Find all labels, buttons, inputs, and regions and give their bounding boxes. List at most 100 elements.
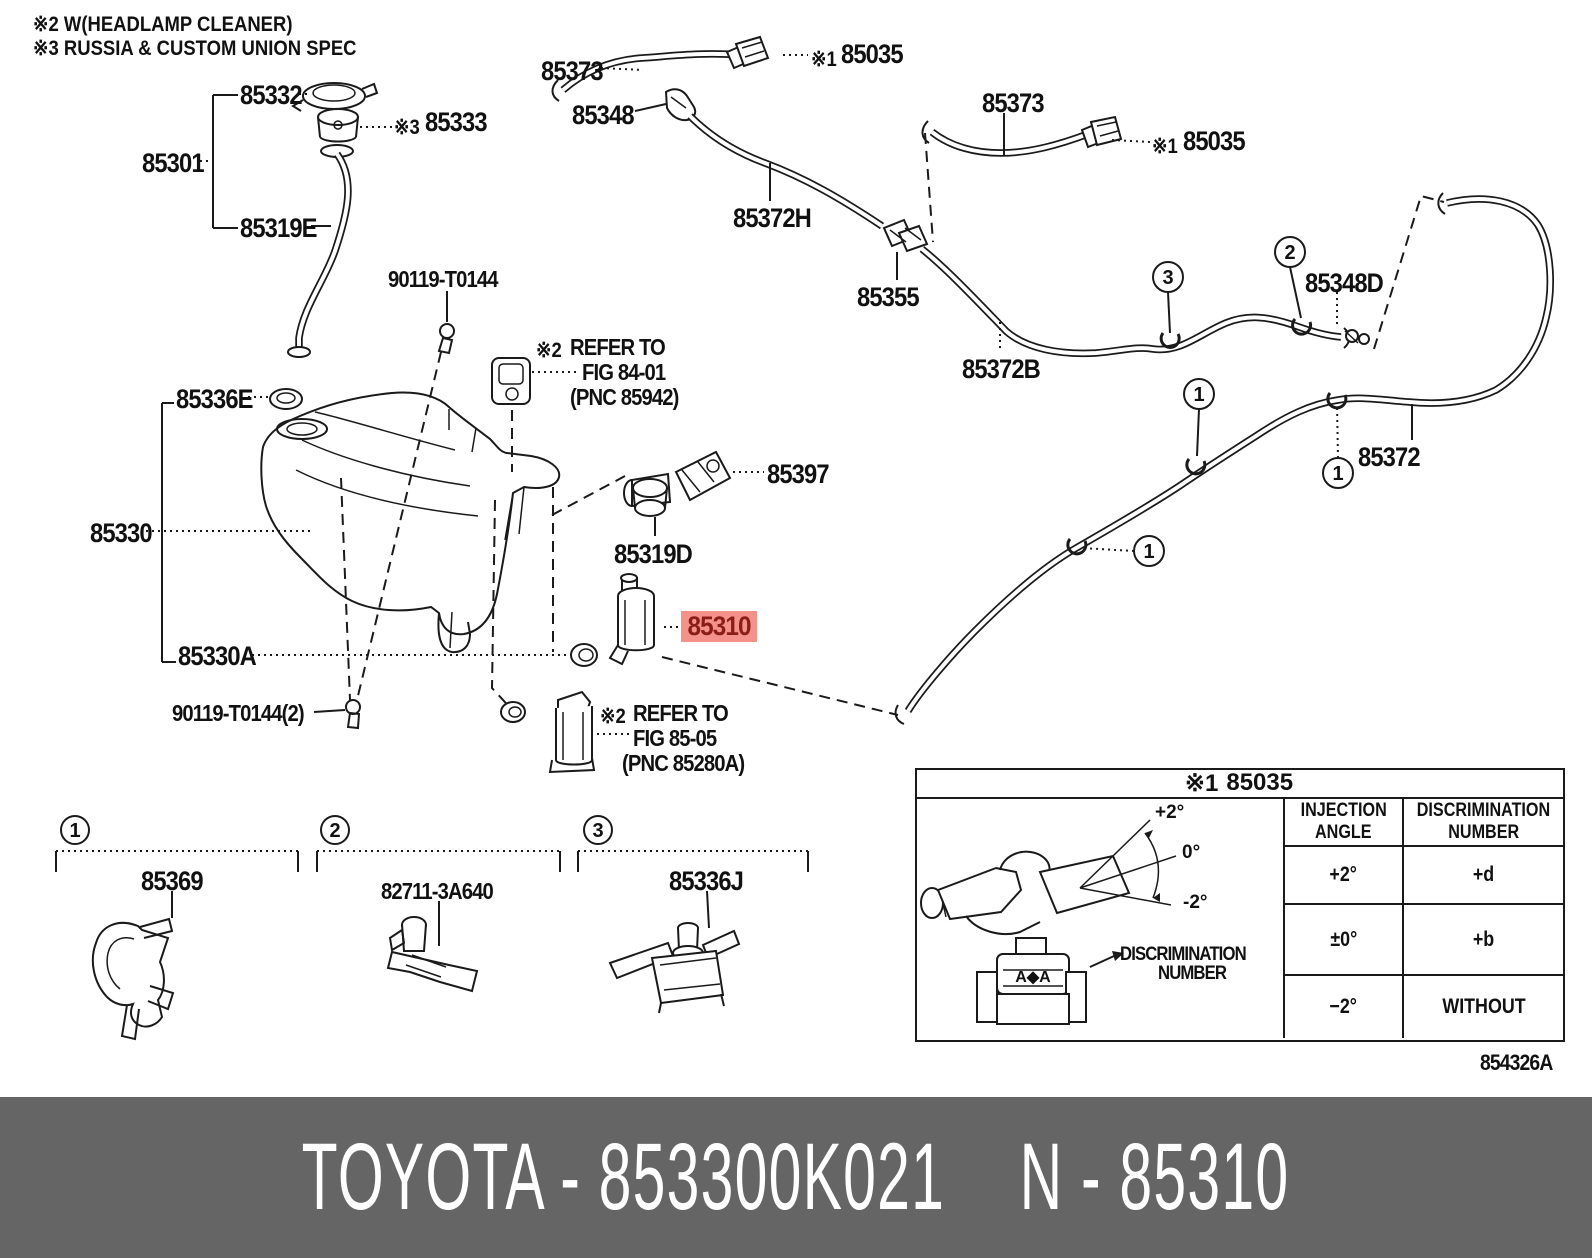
part-label-85333: 85333 [425, 107, 488, 137]
construction-dash [356, 351, 442, 701]
callout-3-bottom: 3 [583, 815, 613, 845]
cap-packing-drawing [317, 108, 359, 143]
clip-85369-drawing [91, 917, 175, 1041]
hose-85372h-drawing [687, 113, 885, 230]
cell-angle-row3: −2° [1329, 995, 1358, 1018]
construction-dash [551, 475, 626, 516]
filler-cap-drawing [291, 82, 379, 112]
table-line [915, 797, 1563, 799]
nozzle-85397-drawing [623, 450, 732, 508]
part-label-85397: 85397 [767, 459, 830, 489]
part-label-85035-top-prefix: ※1 [811, 48, 837, 71]
construction-dash [1373, 194, 1445, 350]
table-line [1283, 903, 1563, 905]
part-label-85035-top: 85035 [841, 39, 904, 69]
filler-neck-drawing [287, 144, 354, 358]
cell-num-row3: WITHOUT [1441, 995, 1526, 1018]
svg-text:3: 3 [592, 820, 603, 842]
part-label-85319d: 85319D [614, 539, 693, 569]
ref2-line1: REFER TO [633, 700, 729, 726]
part-label-85336j: 85336J [669, 866, 744, 896]
footer-band: TOYOTA - 853300K021 N - 85310 [0, 1097, 1592, 1258]
note-headlamp-cleaner: ※2 W(HEADLAMP CLEANER) [33, 13, 293, 36]
part-label-85369: 85369 [141, 866, 204, 896]
part-label-85330: 85330 [90, 518, 153, 548]
injection-angle-table [915, 768, 1565, 1042]
ref2-prefix: ※2 [600, 705, 626, 728]
callout-1-bottom: 1 [60, 815, 90, 845]
svg-text:1: 1 [1193, 384, 1204, 406]
hose-clamp-hooks [1066, 317, 1348, 556]
screw-90119-t0144-drawing [437, 323, 455, 355]
part-label-85035-right: 85035 [1183, 126, 1246, 156]
grommet-85336e-drawing [269, 388, 303, 410]
construction-dash [661, 656, 899, 716]
joint-85348d-drawing [1344, 329, 1370, 345]
table-line [1283, 797, 1285, 1038]
highlighted-part-85310: 85310 [681, 611, 757, 642]
ref1-line3: (PNC 85942) [570, 384, 679, 410]
reservoir-tank-drawing [260, 391, 561, 654]
table-line [1283, 974, 1563, 976]
ref1-line1: REFER TO [570, 334, 666, 360]
part-label-85035-right-prefix: ※1 [1152, 135, 1178, 158]
washer-reservoir-group [260, 82, 899, 730]
cell-angle-row1: +2° [1329, 863, 1358, 886]
discrimination-callout-line1: DISCRIMINATION [1120, 944, 1247, 965]
figure-code: 854326A [1480, 1050, 1553, 1075]
cell-num-row2: +b [1472, 927, 1495, 951]
fan-plus2-label: +2° [1155, 802, 1184, 823]
clamp-85035-top-drawing [725, 35, 770, 70]
footer-part-number: TOYOTA - 853300K021 [302, 1124, 946, 1230]
part-label-85301: 85301 [142, 148, 205, 178]
part-label-82711-3a640: 82711-3A640 [381, 878, 494, 904]
callout-circles: 1 2 3 3 2 1 1 1 [60, 236, 1354, 845]
group-brackets [55, 850, 809, 872]
grommet-85319d-drawing [632, 478, 668, 517]
part-label-85372: 85372 [1358, 442, 1421, 472]
callout-1-b: 1 [1322, 403, 1354, 489]
part-label-85330a: 85330A [178, 641, 257, 671]
ref2-line2: FIG 85-05 [633, 725, 717, 751]
svg-text:1: 1 [1143, 541, 1154, 563]
hose-85372-drawing [894, 192, 1554, 725]
connector-85355-drawing [882, 218, 929, 253]
fan-zero-label: 0° [1182, 842, 1200, 863]
part-label-85332: 85332 [240, 80, 303, 110]
part-label-85355: 85355 [857, 282, 920, 312]
washer-pump-85310-drawing [608, 573, 655, 666]
svg-text:3: 3 [1162, 267, 1173, 289]
svg-text:2: 2 [329, 820, 340, 842]
part-label-85319e: 85319E [240, 213, 318, 243]
cell-num-row1: +d [1472, 863, 1495, 886]
grommet-85330a-drawing [570, 643, 598, 667]
part-label-90119-t0144: 90119-T0144 [388, 266, 499, 292]
leader-lines [146, 54, 1413, 946]
screw-90119-t0144-2-drawing [345, 699, 361, 730]
fig-85-05-part-drawing [500, 690, 596, 774]
part-label-85373-right: 85373 [982, 88, 1045, 118]
part-label-85333-prefix: ※3 [394, 116, 420, 139]
table-line [1283, 845, 1563, 847]
svg-text:1: 1 [1332, 463, 1343, 485]
callout-1-a: 1 [1183, 378, 1215, 457]
table-title-prefix: ※1 [1184, 769, 1219, 797]
part-label-85310: 85310 [687, 611, 751, 641]
part-label-85372b: 85372B [962, 354, 1041, 384]
part-label-85348d: 85348D [1305, 268, 1384, 298]
part-label-85372h: 85372H [733, 203, 812, 233]
clamp-82711-drawing [386, 916, 479, 993]
hose-85373-left-drawing [551, 50, 741, 102]
callout-3-right: 3 [1152, 261, 1184, 334]
col-header-injection-angle: INJECTION ANGLE [1300, 800, 1387, 843]
nozzle-mark-text: A◆A [1015, 969, 1051, 986]
fan-minus2-label: -2° [1183, 892, 1208, 913]
nozzle-illustration: A◆A +2° 0° -2° [920, 802, 1208, 1025]
part-label-85348: 85348 [572, 100, 635, 130]
part-label-85373-left: 85373 [541, 56, 604, 86]
clamp-85035-right-drawing [1080, 115, 1123, 149]
table-line [1402, 797, 1404, 1038]
callout-2-right: 2 [1274, 236, 1306, 319]
